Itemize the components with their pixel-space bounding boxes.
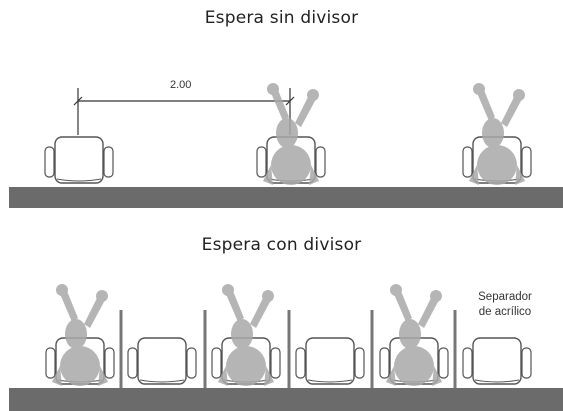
chair-occupied <box>379 284 449 386</box>
separator-label-line1: Separador <box>478 291 532 303</box>
dimension-label: 2.00 <box>170 79 192 91</box>
chair-empty <box>462 337 532 385</box>
chair-empty <box>127 337 197 385</box>
chair-occupied <box>256 83 326 185</box>
floor-top <box>9 187 563 208</box>
chair-empty <box>44 136 114 184</box>
title-top: Espera sin divisor <box>204 8 359 28</box>
acrylic-dividers <box>119 310 457 388</box>
chair-empty <box>295 337 365 385</box>
floor-bottom <box>9 388 563 411</box>
separator-label-line2: de acrílico <box>478 306 532 318</box>
dimension-line <box>73 88 295 135</box>
chair-occupied <box>211 284 281 386</box>
separator-label: Separador de acrílico <box>466 290 544 320</box>
chair-occupied <box>462 83 532 185</box>
chair-occupied <box>45 284 115 386</box>
title-bottom: Espera con divisor <box>201 235 362 255</box>
